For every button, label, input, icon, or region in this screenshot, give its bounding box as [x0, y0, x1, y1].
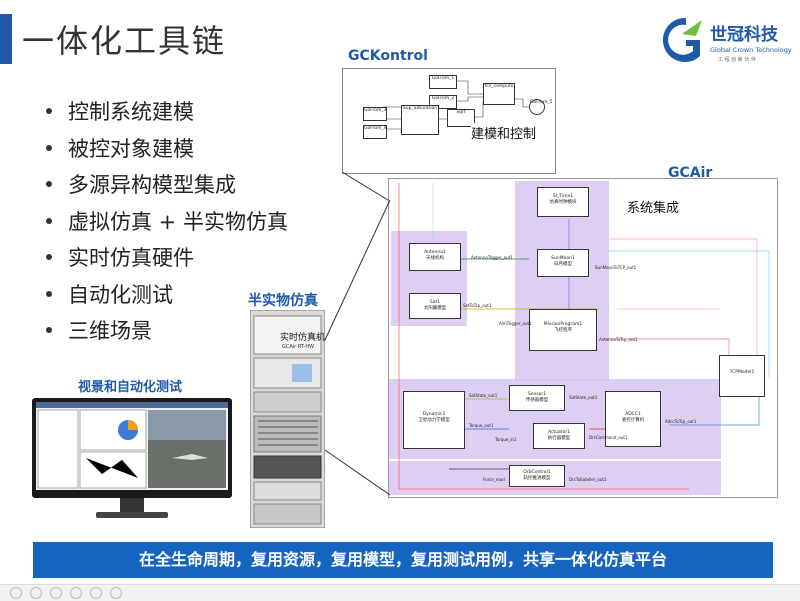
gofrom-block: GoFrom_1 — [429, 75, 457, 89]
port-label: AimTrigger_out1 — [499, 321, 532, 326]
port-label: DrcToSateller_out1 — [569, 477, 607, 482]
realtime-rack-image: 实时仿真机 GCAir RT-HW — [249, 309, 326, 529]
svg-text:工 程 创 新 伙 伴: 工 程 创 新 伙 伴 — [718, 56, 756, 63]
rack-title: 实时仿真机 — [280, 333, 326, 343]
logo-mark-icon: 世冠科技 Global Crown Technology 工 程 创 新 伙 伴 — [662, 17, 792, 63]
gckontrol-diagram: GoFrom_1 GoFrom_2 GoFrom_3 GoFrom_4 Sup_… — [342, 68, 556, 174]
summary-banner: 在全生命周期，复用资源，复用模型，复用测试用例，共享一体化仿真平台 — [33, 542, 773, 578]
gofrom-block: GoFrom_5 — [529, 99, 553, 115]
menu-icon[interactable] — [50, 587, 62, 599]
port-label: SunMoonToTCP_out1 — [595, 265, 637, 270]
list-item: 虚拟仿真 + 半实物仿真 — [40, 204, 288, 241]
gcair-caption: 系统集成 — [627, 201, 680, 216]
list-item: 实时仿真硬件 — [40, 240, 288, 277]
port-label: AntennaToTcp_out1 — [599, 337, 638, 342]
port-label: AdccToTcp_out1 — [665, 419, 697, 424]
list-item: 三维场景 — [40, 313, 288, 350]
list-item: 被控对象建模 — [40, 131, 288, 168]
zoom-icon[interactable] — [90, 587, 102, 599]
title-accent-bar — [0, 14, 12, 64]
monitor-image — [32, 398, 232, 528]
prev-slide-icon[interactable] — [10, 587, 22, 599]
list-item: 自动化测试 — [40, 277, 288, 314]
sqrt-block: Sqrt — [447, 109, 475, 127]
port-label: DrcCommand_out1 — [589, 435, 628, 440]
gckontrol-label: GCKontrol — [348, 48, 428, 64]
port-label: Force_read — [483, 477, 505, 482]
page-title: 一体化工具链 — [22, 22, 227, 60]
next-slide-icon[interactable] — [30, 587, 42, 599]
list-item: 控制系统建模 — [40, 94, 288, 131]
gofrom-block: GoFrom_3 — [363, 107, 387, 121]
company-logo: 世冠科技 Global Crown Technology 工 程 创 新 伙 伴 — [656, 10, 794, 68]
slide-nav-bar — [0, 584, 800, 601]
gofrom-block: GoFrom_4 — [363, 125, 387, 139]
port-label: SatState_out1 — [469, 393, 498, 398]
svg-text:世冠科技: 世冠科技 — [710, 24, 779, 45]
feature-list: 控制系统建模 被控对象建模 多源异构模型集成 虚拟仿真 + 半实物仿真 实时仿真… — [40, 94, 288, 350]
tcp-model-block: TCPModel1 — [719, 355, 765, 397]
port-label: SatToTcp_out1 — [463, 303, 492, 308]
gckontrol-caption: 建模和控制 — [471, 123, 537, 142]
more-icon[interactable] — [110, 587, 122, 599]
saturation-block: Sup_Saturation — [401, 105, 439, 135]
pen-icon[interactable] — [70, 587, 82, 599]
port-label: AntennaTrigger_out1 — [471, 255, 513, 260]
viz-label: 视景和自动化测试 — [78, 380, 183, 395]
rack-subtitle: GCAir RT-HW — [282, 344, 315, 350]
hil-label: 半实物仿真 — [248, 293, 318, 309]
port-label: SatState_out1 — [569, 395, 598, 400]
port-label: Torque_out1 — [469, 423, 494, 428]
list-item: 多源异构模型集成 — [40, 167, 288, 204]
gcair-label: GCAir — [668, 165, 713, 181]
function-block: fcn_compute — [483, 83, 515, 105]
svg-text:Global Crown Technology: Global Crown Technology — [710, 46, 792, 54]
port-label: Torque_in1 — [495, 437, 517, 442]
